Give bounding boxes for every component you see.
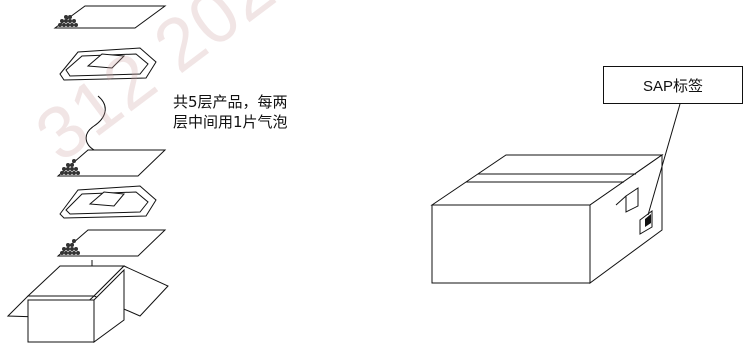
bubble-sheet-top bbox=[53, 5, 167, 29]
label-leader-line bbox=[647, 103, 681, 216]
product-tray-bottom bbox=[59, 185, 157, 219]
layer-note-line-2: 层中间用1片气泡 bbox=[173, 113, 288, 131]
layer-note: 共5层产品，每两 层中间用1片气泡 bbox=[173, 92, 288, 132]
sap-label-box: SAP标签 bbox=[603, 66, 743, 104]
open-carton bbox=[6, 260, 169, 343]
sap-label-text: SAP标签 bbox=[642, 77, 703, 95]
closed-carton bbox=[430, 154, 664, 284]
layer-note-line-1: 共5层产品，每两 bbox=[173, 93, 288, 111]
product-tray-top bbox=[59, 47, 157, 81]
repeat-squiggle bbox=[85, 95, 106, 153]
bubble-sheet-bottom bbox=[56, 229, 167, 257]
bubble-sheet-middle bbox=[56, 149, 167, 177]
